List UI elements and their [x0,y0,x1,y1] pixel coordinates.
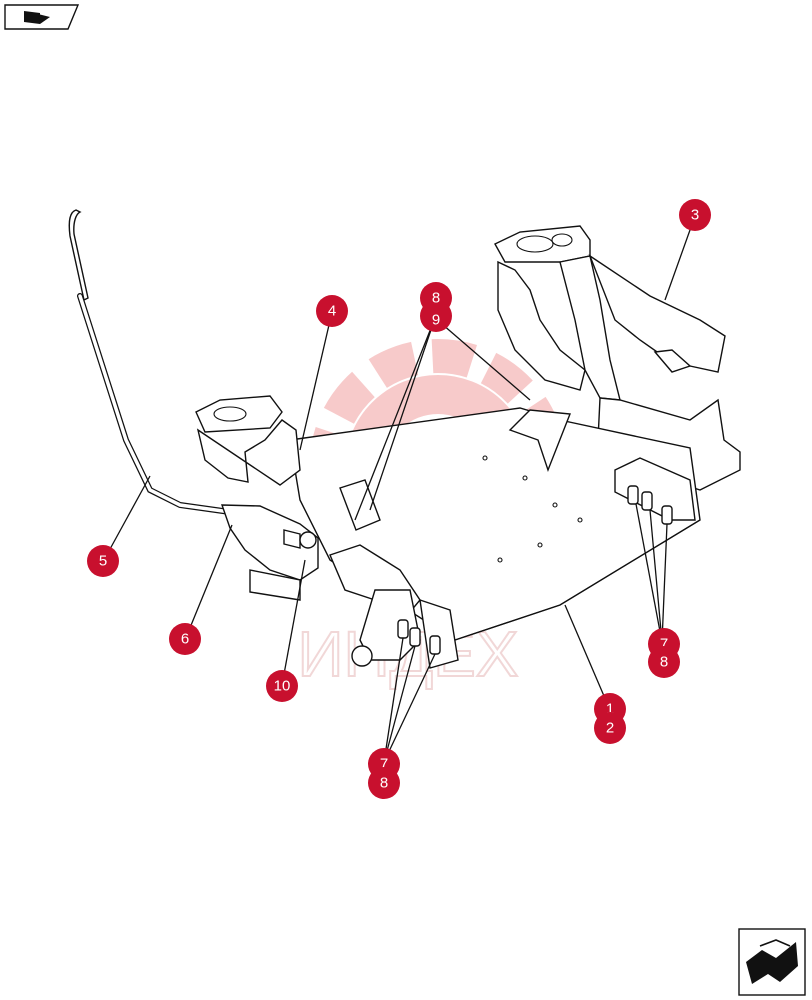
callout-label: 7 [380,756,388,773]
top-nav-tab[interactable] [4,4,80,30]
lever-knob-housing [221,504,319,601]
callout-label: 8 [432,290,440,307]
callout-label: 10 [274,678,291,695]
callout-4[interactable]: 4 [316,295,348,327]
callout-3[interactable]: 3 [679,199,711,231]
callout-label: 2 [606,720,614,737]
callout-label: 7 [660,636,668,653]
callout-label: 3 [691,207,699,224]
base-plate [289,407,701,641]
callout-label: 5 [99,553,107,570]
callout-label: 4 [328,303,336,320]
forward-book-icon [24,11,50,24]
callout-8-front[interactable]: 8 [368,767,400,799]
bottom-nav-tab[interactable] [738,928,806,996]
bolt-group-front [397,619,441,655]
callout-10[interactable]: 10 [266,670,298,702]
callout-2[interactable]: 2 [594,712,626,744]
callout-5[interactable]: 5 [87,545,119,577]
page-turn-icon [746,939,798,984]
bolt-group-right [627,485,673,525]
callout-label: 1 [606,701,614,718]
hand-lever [68,209,233,515]
callout-label: 8 [380,775,388,792]
left-pedal-bracket [195,395,301,486]
leader-lines [103,215,696,763]
callout-8-top[interactable]: 8 [420,282,452,314]
callout-8-right[interactable]: 8 [648,646,680,678]
callout-label: 8 [660,654,668,671]
callout-label: 6 [181,631,189,648]
callout-label: 9 [432,312,440,329]
callout-6[interactable]: 6 [169,623,201,655]
